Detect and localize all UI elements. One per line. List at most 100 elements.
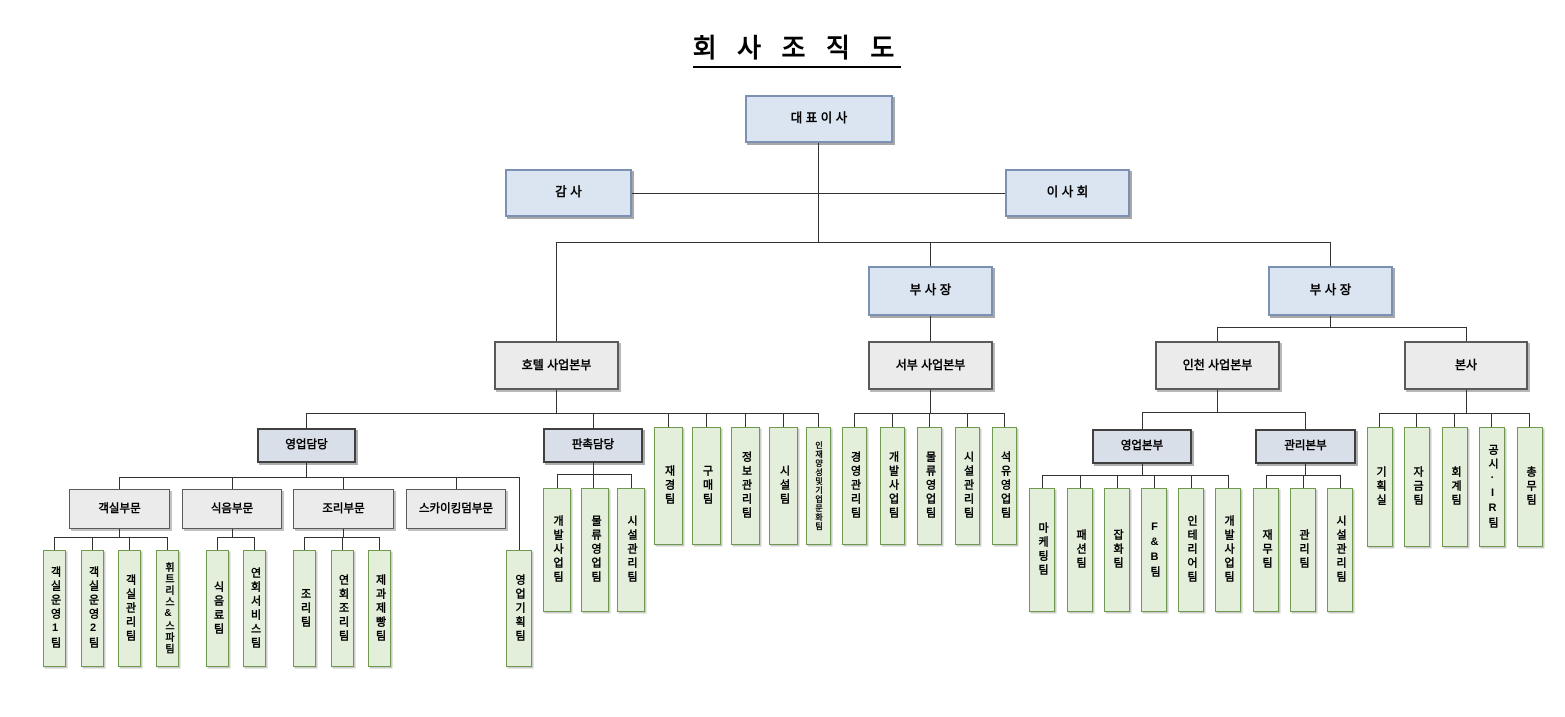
connector-line <box>1217 390 1218 412</box>
rooms-sector-box: 객실부문 <box>69 489 170 529</box>
connector-line <box>343 529 344 537</box>
connector-line <box>557 474 558 488</box>
team-label: 객실운영2팀 <box>87 566 99 651</box>
connector-line <box>1330 242 1331 266</box>
team-box: 식음료팀 <box>206 550 229 667</box>
connector-line <box>92 537 93 550</box>
team-label: 정보관리팀 <box>740 451 752 521</box>
connector-line <box>1117 475 1118 488</box>
connector-line <box>706 413 707 427</box>
connector-line <box>967 413 968 427</box>
team-label: 물류영업팀 <box>589 515 602 585</box>
team-label: 구매팀 <box>701 465 713 507</box>
connector-line <box>1191 475 1192 488</box>
incheon-sales-hq-box: 영업본부 <box>1092 429 1192 464</box>
team-label: 패션팀 <box>1074 529 1087 571</box>
team-box: 객실관리팀 <box>118 550 141 667</box>
team-label: 시설관리팀 <box>962 451 974 521</box>
incheon-mgmt-hq-box: 관리본부 <box>1255 429 1356 464</box>
team-box: 인재양성및기업문화팀 <box>806 427 831 545</box>
team-box: 개발사업팀 <box>1215 488 1241 612</box>
connector-line <box>854 413 855 427</box>
connector-line <box>1228 475 1229 488</box>
connector-line <box>668 413 669 427</box>
team-box: 물류영업팀 <box>581 488 609 612</box>
connector-line <box>306 413 819 414</box>
team-label: 경영관리팀 <box>849 451 861 521</box>
connector-line <box>745 413 746 427</box>
team-box: 연회서비스팀 <box>243 550 266 667</box>
team-label: F&B팀 <box>1148 520 1161 580</box>
page-title-text: 회 사 조 직 도 <box>692 34 902 68</box>
connector-line <box>1303 475 1304 488</box>
connector-line <box>119 477 120 489</box>
promotion-charge-box: 판촉담당 <box>543 428 643 463</box>
team-label: 잡화팀 <box>1111 529 1124 571</box>
team-label: 연회조리팀 <box>337 573 349 644</box>
connector-line <box>930 390 931 413</box>
connector-line <box>1080 475 1081 488</box>
team-label: 시설팀 <box>778 465 790 507</box>
connector-line <box>593 463 594 488</box>
connector-line <box>54 537 168 538</box>
team-box: 마케팅팀 <box>1029 488 1055 612</box>
team-label: 관리팀 <box>1297 529 1310 571</box>
team-label: 식음료팀 <box>212 580 224 637</box>
connector-line <box>342 537 343 550</box>
connector-line <box>557 474 631 475</box>
connector-line <box>456 477 457 489</box>
connector-line <box>1217 327 1218 341</box>
team-box: 관리팀 <box>1290 488 1316 612</box>
sales-charge-box: 영업담당 <box>257 428 356 463</box>
connector-line <box>306 413 307 428</box>
fnb-sector-box: 식음부문 <box>182 489 282 529</box>
team-box: 재무팀 <box>1253 488 1279 612</box>
connector-line <box>217 537 255 538</box>
skykingdom-sector-box: 스카이킹덤부문 <box>406 489 506 529</box>
connector-line <box>1330 316 1331 328</box>
team-label: 연회서비스팀 <box>249 566 261 651</box>
connector-line <box>379 537 380 550</box>
team-label: 시설관리팀 <box>1334 515 1347 585</box>
team-box: 시설관리팀 <box>1327 488 1353 612</box>
connector-line <box>929 413 930 427</box>
connector-line <box>519 477 520 550</box>
connector-line <box>556 242 557 341</box>
connector-line <box>129 537 130 550</box>
connector-line <box>593 413 594 428</box>
connector-line <box>54 537 55 550</box>
team-label: 조리팀 <box>299 587 311 630</box>
team-box: 자금팀 <box>1404 427 1430 547</box>
team-label: 재무팀 <box>1260 529 1273 571</box>
connector-line <box>1142 464 1143 475</box>
west-division-box: 서부 사업본부 <box>868 341 993 390</box>
connector-line <box>556 242 1331 243</box>
incheon-division-box: 인천 사업본부 <box>1155 341 1280 390</box>
connector-line <box>1154 475 1155 488</box>
connector-line <box>892 413 893 427</box>
team-box: 조리팀 <box>293 550 316 667</box>
team-label: 개발사업팀 <box>1222 515 1235 585</box>
team-label: 제과제빵팀 <box>374 573 386 644</box>
vp-right-box: 부 사 장 <box>1268 266 1393 316</box>
team-label: 석유영업팀 <box>999 451 1011 521</box>
connector-line <box>1466 327 1467 341</box>
connector-line <box>818 413 819 427</box>
team-box: 정보관리팀 <box>731 427 760 545</box>
connector-line <box>343 477 344 489</box>
connector-line <box>632 193 1005 194</box>
team-box: 공시·IR팀 <box>1479 427 1505 547</box>
team-label: 인재양성및기업문화팀 <box>814 441 824 531</box>
team-label: 재경팀 <box>663 465 675 507</box>
team-box: 개발사업팀 <box>543 488 571 612</box>
team-box: 인테리어팀 <box>1178 488 1204 612</box>
team-box: 물류영업팀 <box>917 427 942 545</box>
connector-line <box>1042 475 1228 476</box>
vp-left-box: 부 사 장 <box>868 266 993 316</box>
connector-line <box>232 477 233 489</box>
team-box: 객실운영1팀 <box>43 550 66 667</box>
connector-line <box>1142 412 1143 429</box>
connector-line <box>1305 412 1306 429</box>
team-box: 시설관리팀 <box>955 427 980 545</box>
connector-line <box>119 529 120 537</box>
